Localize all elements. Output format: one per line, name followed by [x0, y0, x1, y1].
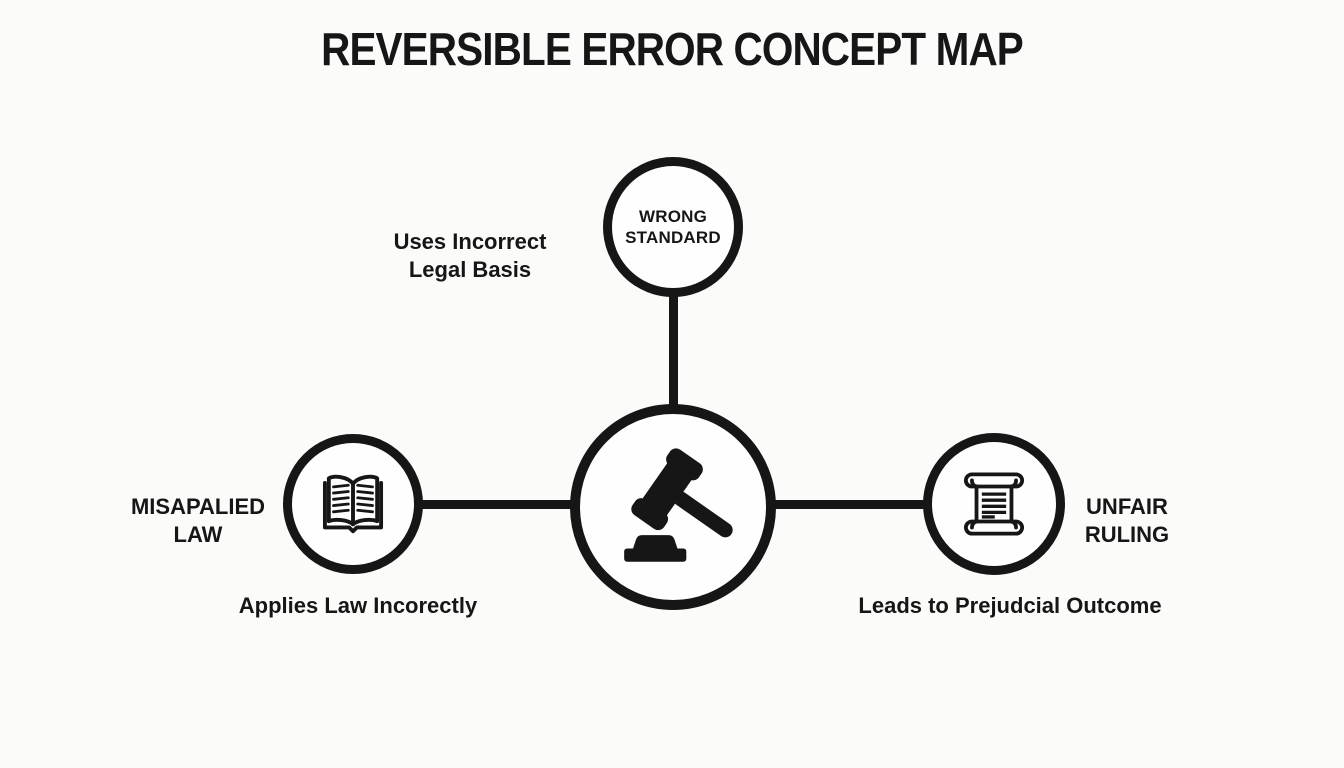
- gavel-icon: [624, 448, 733, 562]
- edge-label-uses-incorrect-legal-basis: Uses Incorrect Legal Basis: [350, 228, 590, 284]
- connector-center-to-right: [768, 500, 930, 509]
- connector-left-to-center: [416, 500, 578, 509]
- node-misapplied-law: [283, 434, 423, 574]
- node-label-line2: STANDARD: [625, 228, 721, 247]
- edge-label-leads-to-prejudicial-outcome: Leads to Prejudcial Outcome: [858, 593, 1162, 618]
- edge-label-applies-law-incorrectly: Applies Law Incorectly: [238, 593, 478, 618]
- connector-top-to-center: [669, 292, 678, 412]
- node-wrong-standard: WRONG STANDARD: [603, 157, 743, 297]
- node-wrong-standard-label: WRONG STANDARD: [625, 206, 721, 248]
- node-label-misapplied-law: MISAPALIED LAW: [103, 493, 293, 549]
- node-label-line1: MISAPALIED: [130, 494, 266, 519]
- node-label-unfair-ruling: UNFAIR RULING: [1052, 493, 1202, 549]
- node-label-line2: RULING: [1084, 522, 1170, 547]
- node-unfair-ruling: [923, 433, 1065, 575]
- open-book-icon: [322, 474, 384, 534]
- edge-label-line2: Legal Basis: [408, 257, 532, 282]
- node-label-line1: WRONG: [638, 207, 708, 226]
- scroll-icon: [963, 472, 1025, 536]
- node-label-line1: UNFAIR: [1086, 494, 1168, 519]
- edge-label-line1: Uses Incorrect: [393, 229, 547, 254]
- node-label-line2: LAW: [173, 522, 223, 547]
- node-reversible-error: [570, 404, 776, 610]
- page-title: REVERSIBLE ERROR CONCEPT MAP: [321, 23, 1024, 75]
